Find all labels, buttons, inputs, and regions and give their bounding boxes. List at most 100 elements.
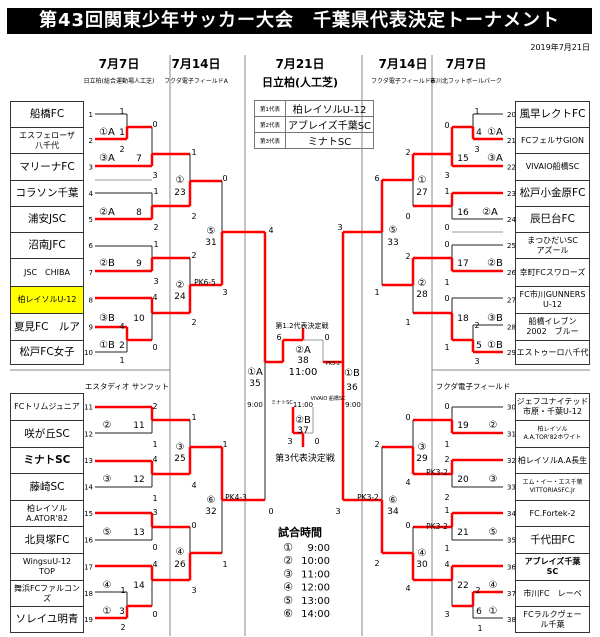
section-venue: フクダ電子フィールド [436, 381, 511, 391]
score-bottom: 1 [477, 624, 482, 633]
schedule-slot: ④ [283, 581, 293, 594]
team-number: 21 [507, 137, 516, 145]
team-box: FC市川GUNNERS U-12 [515, 286, 590, 314]
score-bottom: 3 [191, 586, 196, 595]
team-box: 藤崎SC [10, 473, 84, 501]
match-number: 11 [133, 421, 144, 431]
schedule-slot: ⑤ [283, 594, 293, 607]
team-box: 北貝塚FC [10, 526, 84, 554]
team-number: 18 [84, 590, 93, 598]
match-number: 35 [249, 379, 260, 389]
score-top: 2 [444, 455, 449, 464]
team-box: 沼南JFC [10, 232, 84, 259]
score-bottom: 0 [268, 507, 273, 516]
score-top: 1 [153, 240, 158, 249]
match-number: 20 [457, 475, 469, 485]
match-round-label: ①A [487, 127, 503, 138]
match-round-label: ⑤ [103, 527, 112, 538]
match-round-label: ②B [295, 415, 311, 426]
pk-result: PK6-5 [194, 278, 216, 287]
team-number: 4 [89, 190, 94, 198]
match-number: 22 [457, 581, 468, 591]
score-top: 4 [152, 293, 157, 302]
score-top: 1 [153, 187, 158, 196]
score-top: 0 [191, 521, 196, 530]
match-number: 33 [387, 238, 398, 248]
match-round-label: ⑤ [207, 226, 216, 237]
score-top: 3 [287, 437, 292, 446]
team-number: 27 [507, 297, 516, 305]
team-box: 夏見FC ルア [10, 313, 84, 341]
team-box: 柏レイソルA.A長生 [515, 447, 590, 474]
score-bottom: 1 [152, 494, 157, 503]
match-number: 12 [133, 475, 144, 485]
score-bottom: 3 [474, 357, 479, 366]
score-bottom: 0 [444, 223, 449, 232]
schedule-slot: ① [283, 541, 293, 554]
page-title: 第43回関東少年サッカー大会 千葉県代表決定トーナメント [7, 8, 592, 34]
score-bottom: 3 [152, 171, 157, 180]
team-box: 船橋FC [10, 101, 84, 128]
team-box: 千代田FC [515, 526, 590, 554]
team-box: コラソン千葉 [10, 180, 84, 207]
team-number: 10 [84, 349, 93, 357]
team-box: 柏レイソル A.A.TOR'82ホワイト [515, 420, 590, 448]
team-number: 15 [84, 510, 93, 518]
score-bottom: 2 [120, 623, 125, 632]
match-round-label: ⑥ [389, 495, 398, 506]
team-number: 36 [507, 564, 516, 572]
score-bottom: 2 [191, 318, 196, 327]
match-round-label: ②A [482, 207, 498, 218]
match-round-label: ① [418, 175, 427, 186]
score-top: 4 [268, 226, 273, 235]
match-number: 27 [416, 188, 427, 198]
match-number: 24 [174, 292, 186, 302]
pk-result: PK3-2 [357, 493, 379, 502]
match-number: 28 [416, 290, 428, 300]
team-number: 30 [507, 404, 516, 412]
team-box: 咲が丘SC [10, 420, 84, 448]
team-box: まつひだいSC アズール [515, 232, 590, 259]
score-top: 2 [374, 440, 379, 449]
team-number: 7 [89, 269, 93, 277]
score-bottom: 4 [405, 478, 410, 487]
match-number: 8 [136, 208, 142, 218]
schedule-title: 試合時間 [278, 525, 322, 539]
schedule-time: 10:00 [301, 556, 330, 567]
team-box: ソレイユ明青 [10, 606, 84, 633]
match-round-label: ②B [487, 258, 503, 269]
match-time: 11:00 [289, 367, 318, 378]
match-round-label: ①B [344, 368, 360, 379]
match-time: 9:00 [247, 401, 263, 409]
score-bottom: 1 [222, 560, 227, 569]
score-top: 1 [222, 440, 227, 449]
match-number: 25 [174, 454, 185, 464]
team-number: 28 [507, 324, 516, 332]
team-number: 14 [84, 484, 93, 492]
team-number: 25 [507, 242, 516, 250]
schedule-time: 14:00 [301, 609, 330, 620]
score-top: 0 [444, 294, 449, 303]
team-box: 柏レイソルU-12 [10, 286, 84, 314]
score-top: 2 [475, 586, 480, 595]
match-round-label: ① [103, 606, 112, 617]
team-box: FC.Fortek-2 [515, 500, 590, 527]
score-top: 2 [474, 321, 479, 330]
score-top: 0 [405, 521, 410, 530]
match-round-label: ④ [489, 580, 498, 591]
pk-result: PK3-2 [426, 522, 448, 531]
match-number: 9 [136, 259, 142, 269]
score-top: 2 [405, 252, 410, 261]
match-round-label: ①B [99, 340, 115, 351]
team-number: 19 [84, 616, 93, 624]
match-round-label: ③A [487, 153, 503, 164]
match-round-label: ② [176, 280, 185, 291]
match-round-label: ①A [99, 127, 115, 138]
team-number: 11 [84, 404, 93, 412]
score-top: 4 [119, 322, 124, 331]
team-box: 舞浜FCファルコンズ [10, 580, 84, 607]
score-bottom: 2 [119, 145, 124, 154]
score-top: 4 [152, 560, 157, 569]
score-top: 0 [222, 174, 227, 183]
representative-row: 第3代表ミナトSC [254, 132, 375, 149]
